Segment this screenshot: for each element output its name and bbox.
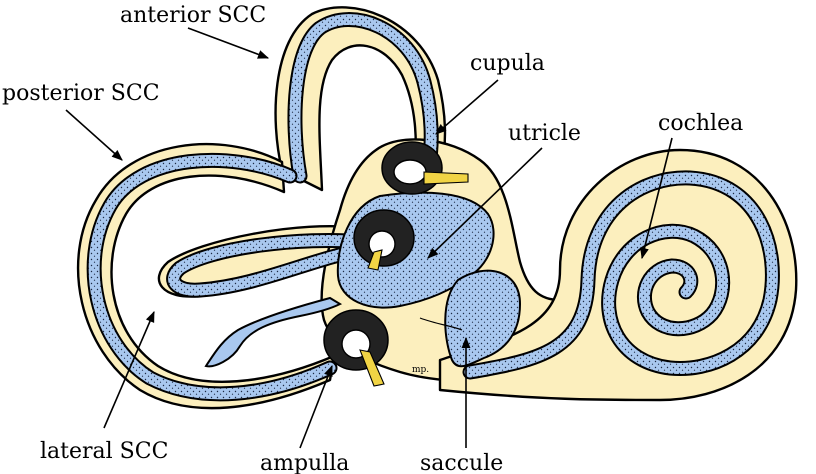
arrow-cupula	[435, 79, 499, 135]
ampulla-lateral	[323, 309, 389, 387]
label-cochlea: cochlea	[658, 111, 743, 136]
anterior-duct	[289, 14, 437, 182]
label-cupula: cupula	[470, 51, 545, 76]
posterior-duct	[88, 154, 336, 400]
endolymphatic-sac	[204, 296, 343, 368]
arrow-ampulla	[299, 364, 333, 449]
membranous-labyrinth	[86, 12, 780, 402]
label-anterior-scc: anterior SCC	[120, 3, 266, 28]
ampulla-posterior	[353, 209, 415, 271]
hair-bundle-anterior	[423, 171, 469, 185]
arrow-anterior-scc	[187, 27, 270, 59]
artist-signature: mp.	[412, 365, 429, 375]
label-ampulla: ampulla	[260, 451, 349, 474]
cupula-anterior	[393, 159, 427, 185]
cochlear-duct	[464, 172, 778, 378]
label-utricle: utricle	[508, 121, 581, 146]
arrow-lateral-scc	[103, 310, 155, 429]
pointer-arrows	[65, 27, 673, 449]
arrow-utricle	[427, 147, 543, 259]
ampulla-anterior	[381, 141, 469, 195]
label-saccule: saccule	[420, 451, 503, 474]
hair-bundle-lateral	[359, 349, 385, 387]
hair-bundle-posterior	[367, 249, 383, 271]
cupula-posterior	[368, 230, 396, 258]
lateral-duct	[168, 235, 370, 296]
utriculosaccular-duct	[419, 317, 463, 331]
arrow-cochlea	[640, 137, 673, 260]
label-posterior-scc: posterior SCC	[2, 81, 160, 106]
label-lateral-scc: lateral SCC	[40, 439, 168, 464]
labels: anterior SCC posterior SCC lateral SCC c…	[2, 3, 743, 474]
arrow-posterior-scc	[65, 109, 123, 161]
